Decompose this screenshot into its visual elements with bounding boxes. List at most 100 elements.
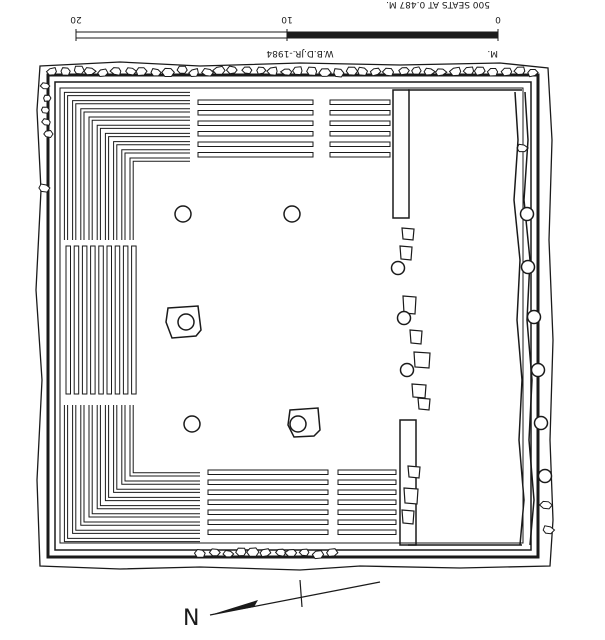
seat-row (329, 110, 391, 116)
rubble-stone (188, 67, 199, 78)
rubble-stone (274, 548, 287, 557)
scale-tick-label: 10 (281, 14, 293, 24)
seat-row (130, 405, 200, 476)
seat-row (122, 150, 190, 240)
seat-row (73, 101, 190, 240)
portico-column (530, 362, 546, 378)
column (399, 362, 415, 378)
rubble-stone (345, 66, 359, 76)
seat-row (81, 405, 200, 525)
seat-row (129, 157, 190, 240)
seat-row (105, 405, 200, 501)
seat-row (122, 245, 129, 395)
rubble-stone (208, 548, 221, 557)
seat-row (197, 110, 314, 116)
seat-row (97, 405, 200, 509)
seat-row (329, 141, 391, 147)
column (396, 310, 412, 326)
rubble-stone (357, 66, 369, 76)
rubble-stone (246, 547, 260, 557)
rubble-stone (225, 65, 238, 75)
rubble-stone (176, 65, 188, 74)
seat-row (207, 499, 329, 505)
wall-fragment (413, 351, 431, 369)
rubble-stone (369, 67, 382, 77)
seat-row (72, 405, 200, 534)
wall-fragment (417, 397, 431, 411)
rubble-stone (434, 68, 448, 77)
column (174, 205, 192, 223)
seat-row (122, 405, 200, 484)
rubble-stone (291, 66, 303, 76)
rubble-stone (398, 67, 410, 76)
seat-row (207, 529, 329, 535)
wall-fragment (402, 295, 417, 315)
rubble-stone (411, 66, 422, 75)
seat-row (65, 245, 71, 395)
seating-banks (63, 91, 397, 543)
wall-fragment (401, 227, 415, 241)
scale-bar-fill (287, 32, 498, 38)
rubble-stone (259, 548, 272, 558)
rubble-stone (448, 66, 462, 77)
seat-row (73, 405, 200, 533)
seat-row (81, 245, 88, 395)
rubble-stone (333, 68, 345, 78)
title-block: W.B.D.JR.-1984 M. 0 10 20 500 SEATS AT 0… (70, 0, 501, 58)
seat-row (329, 152, 391, 158)
rubble-stone (266, 66, 278, 76)
portico-column (533, 415, 549, 431)
rubble-stone (325, 548, 339, 557)
scale-bar (75, 29, 499, 41)
column (289, 415, 307, 433)
seat-row (129, 405, 200, 477)
seat-row (63, 91, 190, 240)
seat-row (207, 519, 329, 525)
seat-row (114, 405, 200, 492)
column (283, 205, 301, 223)
portico-column (520, 259, 536, 275)
rubble-stone (83, 67, 97, 76)
seat-row (64, 405, 200, 542)
seat-row (197, 152, 314, 158)
seating-note: 500 SEATS AT 0.487 M. (386, 0, 490, 9)
wall-fragment (411, 383, 427, 399)
rubble-stone (279, 68, 293, 76)
wall-fragment (403, 487, 419, 505)
rubble-stone (43, 94, 52, 102)
rubble-stone (298, 548, 310, 557)
seat-row (130, 158, 190, 240)
rubble-stone (284, 548, 298, 557)
rubble-stone (235, 547, 247, 557)
seat-row (329, 99, 391, 105)
rubble-stone (311, 550, 325, 560)
rubble-stone (43, 129, 54, 139)
seat-row (197, 141, 314, 147)
wall-fragments (399, 227, 431, 525)
rubble-stone (423, 67, 437, 76)
wall-fragment (407, 465, 421, 479)
rubble-stone (241, 66, 253, 75)
rubble-stone (381, 67, 395, 77)
north-label: N (183, 606, 199, 631)
rubble-stone (527, 69, 539, 78)
rubble-stone (500, 67, 513, 77)
seat-row (89, 405, 200, 517)
seat-row (207, 509, 329, 515)
credit-text: W.B.D.JR.-1984 (266, 48, 333, 58)
seat-row (64, 92, 190, 240)
seat-row (337, 529, 397, 535)
rubble-stone (40, 106, 51, 114)
colonnade-wall (513, 91, 535, 546)
portico-column (537, 468, 553, 484)
rubble-stone (73, 65, 85, 75)
rubble-stone (97, 68, 109, 78)
seat-row (337, 499, 397, 505)
rubble-stone (135, 67, 148, 77)
rubble-stone (38, 183, 51, 193)
rubble-stone (318, 68, 332, 77)
seat-row (131, 245, 137, 395)
north-arrow: N (183, 579, 381, 631)
seat-row (90, 245, 96, 395)
